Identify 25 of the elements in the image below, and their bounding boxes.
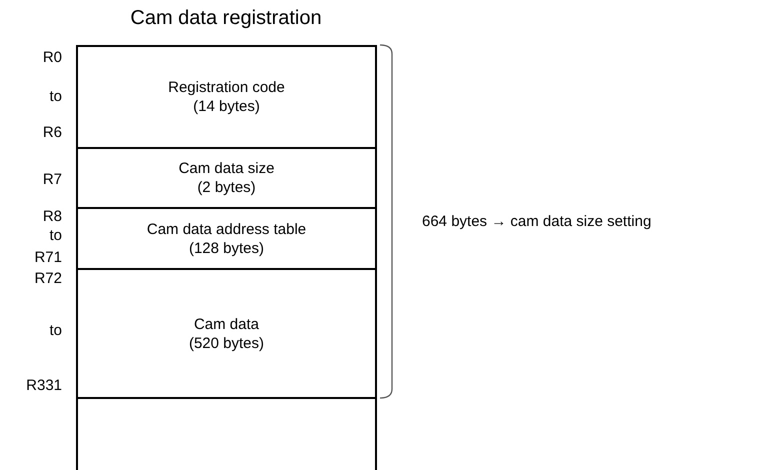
register-label: R71 xyxy=(34,249,62,266)
memory-block xyxy=(76,207,377,270)
register-label: R72 xyxy=(34,270,62,287)
block-text: (2 bytes) xyxy=(197,178,256,197)
diagram-title: Cam data registration xyxy=(129,6,323,30)
block-text: (520 bytes) xyxy=(188,334,264,352)
register-label: R0 xyxy=(42,49,62,66)
register-label: R8 xyxy=(42,208,62,225)
note-text: 664 bytes → cam data size setting xyxy=(422,212,652,231)
memory-block xyxy=(76,147,377,209)
empty-memory-block xyxy=(76,397,377,470)
block-text: (128 bytes) xyxy=(188,238,264,258)
block-text: Cam data xyxy=(194,314,260,334)
register-label: to xyxy=(49,322,62,339)
block-text: Registration code xyxy=(168,78,285,97)
register-label: R6 xyxy=(42,124,62,141)
block-text: Cam data address table xyxy=(146,220,306,238)
register-label: to xyxy=(49,88,62,105)
memory-block xyxy=(76,45,377,149)
memory-block xyxy=(76,268,377,399)
register-label: R331 xyxy=(26,377,62,394)
register-label: R7 xyxy=(42,171,62,188)
register-label: to xyxy=(49,227,62,244)
block-text: (14 bytes) xyxy=(193,97,260,116)
block-text: Cam data size xyxy=(178,159,274,178)
